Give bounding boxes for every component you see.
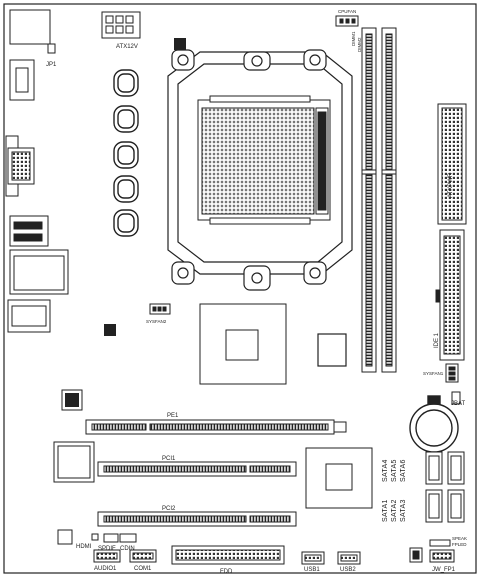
battery	[409, 395, 459, 453]
label-sysfan1: SYSFAN1	[423, 371, 444, 376]
bottom-headers	[91, 533, 455, 565]
label-speaker: SPEAK	[452, 536, 467, 541]
label-pci2: PCI2	[162, 506, 176, 512]
label-fdd: FDD	[220, 569, 233, 575]
hdmi-header	[91, 533, 99, 541]
label-usb2: USB2	[340, 567, 356, 573]
io-panel	[5, 9, 69, 333]
dimm-slots	[361, 27, 397, 373]
small-chip-bottom	[57, 529, 73, 545]
pci2-slot	[97, 511, 297, 527]
northbridge-chip	[199, 303, 287, 385]
cpufan-header	[335, 15, 359, 27]
label-ide1: IDE 1	[434, 332, 440, 348]
label-jbat: JBAT	[451, 401, 466, 407]
super-io-chip	[53, 441, 95, 483]
label-com1: COM1	[134, 566, 152, 572]
label-dimm1: DIMM1	[351, 31, 356, 46]
sysfan2-header	[149, 303, 171, 315]
small-chip-top	[174, 38, 186, 50]
pe1-slot	[85, 419, 347, 435]
label-sata4: SATA4	[382, 459, 389, 482]
label-sata5: SATA5	[391, 459, 398, 482]
label-hdmi: HDMI	[76, 544, 92, 550]
label-sata2: SATA2	[391, 499, 398, 522]
label-spdif: SPDIF	[98, 546, 116, 552]
label-cpufan: CPUFAN	[338, 9, 356, 14]
jp1-jumper	[47, 43, 56, 54]
spdif-header	[103, 533, 119, 543]
label-dimm2: DIMM2	[357, 37, 362, 52]
cdin-header	[119, 533, 137, 543]
label-pci1: PCI1	[162, 456, 176, 462]
label-sysfan2: SYSFAN2	[146, 319, 167, 324]
southbridge-chip	[305, 447, 373, 509]
chip-square	[317, 333, 347, 367]
ide1-connector	[435, 229, 465, 361]
cpu-socket	[197, 95, 331, 225]
label-pe1: PE1	[167, 413, 179, 419]
small-chip-left	[104, 324, 116, 336]
label-audio1: AUDIO1	[94, 566, 117, 572]
label-usb1: USB1	[304, 567, 320, 573]
label-jwfp1: JW_FP1	[432, 567, 456, 573]
label-sata6: SATA6	[400, 459, 407, 482]
label-cdin: CDIN	[120, 546, 135, 552]
jbat-jumper	[451, 391, 461, 405]
capacitor-column	[113, 69, 139, 237]
sata-connectors	[425, 451, 465, 523]
label-fpled: FPLED	[452, 542, 467, 547]
bios-chip	[61, 389, 83, 411]
pci1-slot	[97, 461, 297, 477]
label-atx12v: ATX12V	[116, 44, 138, 50]
ps2-port	[9, 9, 51, 45]
label-sata3: SATA3	[400, 499, 407, 522]
atxpwr-connector	[437, 103, 467, 225]
label-sata1: SATA1	[382, 499, 389, 522]
sysfan1-header	[445, 363, 459, 383]
labels: ATX12V CPUFAN DIMM1 DIMM2 JP1 SYSFAN2 AT…	[46, 9, 467, 575]
label-jp1: JP1	[46, 62, 57, 68]
label-atxpwr: ATXPWR	[448, 172, 454, 198]
atx12v-connector	[101, 11, 141, 39]
